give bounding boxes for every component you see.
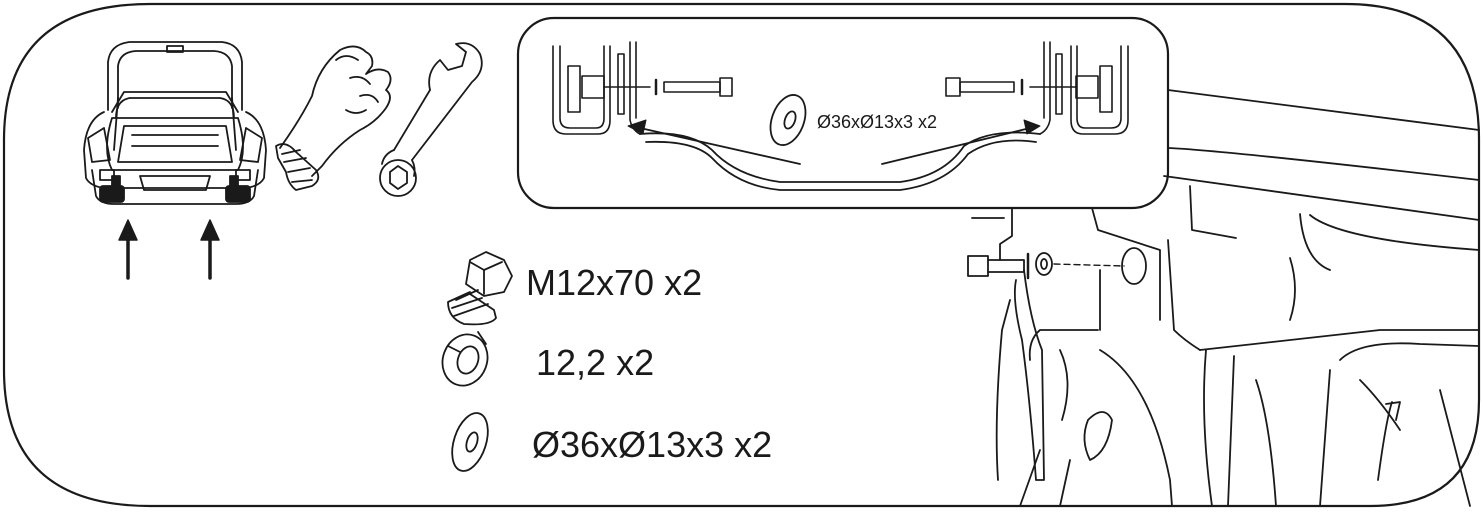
vehicle-underbody bbox=[968, 90, 1479, 506]
bolt-icon bbox=[448, 252, 512, 324]
inset-washer-label: Ø36xØ13x3 x2 bbox=[817, 112, 938, 132]
insert-arrow-right bbox=[882, 120, 1040, 164]
inset-panel bbox=[518, 18, 1168, 208]
right-hub-assembly bbox=[946, 42, 1128, 134]
flat-washer-label: Ø36xØ13x3 x2 bbox=[532, 424, 773, 465]
up-arrow-icon bbox=[119, 220, 137, 278]
bolt-label: M12x70 x2 bbox=[526, 262, 703, 303]
car-rear-icon bbox=[84, 42, 266, 204]
up-arrow-icon bbox=[201, 220, 219, 278]
spring-washer-label: 12,2 x2 bbox=[536, 342, 655, 383]
glove-icon bbox=[276, 46, 391, 190]
flat-washer-icon bbox=[764, 90, 812, 150]
spring-washer-icon bbox=[435, 328, 494, 392]
wrench-icon bbox=[380, 43, 482, 196]
flat-washer-icon bbox=[446, 409, 495, 476]
outer-frame bbox=[4, 4, 1479, 506]
insert-arrow-left bbox=[628, 120, 800, 164]
